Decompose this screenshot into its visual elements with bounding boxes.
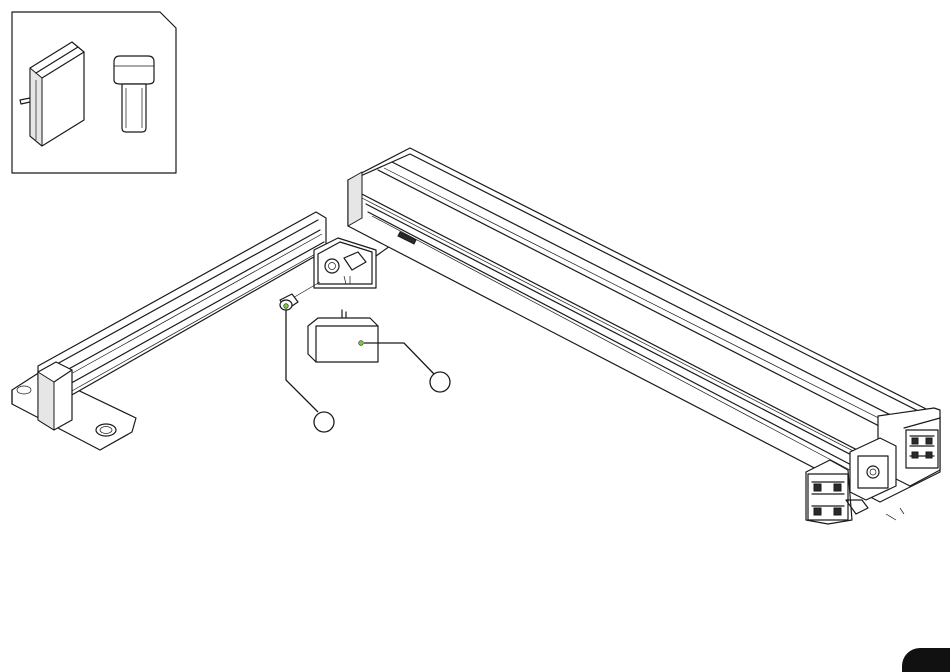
end-cap-part (20, 42, 84, 146)
parts-inset (12, 12, 176, 173)
short-profile-with-foot (12, 212, 326, 450)
long-profile (348, 148, 940, 502)
cap-screw-part (114, 56, 154, 132)
end-cap (308, 310, 378, 362)
page-corner-tab (902, 648, 950, 672)
